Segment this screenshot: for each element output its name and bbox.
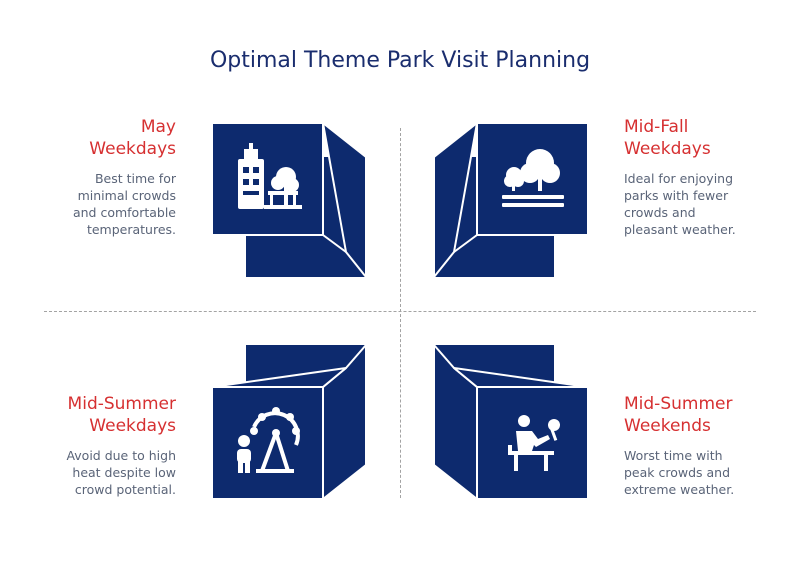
desc-line: Ideal for enjoying (624, 171, 734, 186)
desc-line: Worst time with (624, 448, 723, 463)
page-title: Optimal Theme Park Visit Planning (209, 48, 591, 73)
cube-side-face (322, 122, 367, 278)
desc-line: crowd potential. (74, 482, 176, 497)
desc-line: Avoid due to high (66, 448, 176, 463)
person-ride-icon (508, 415, 560, 471)
desc-line: extreme weather. (624, 482, 735, 497)
cube-front-face (211, 386, 324, 500)
cube-side-face (433, 122, 478, 278)
desc-line: peak crowds and (624, 465, 731, 480)
cube-graphic-top-left (211, 122, 367, 278)
desc-line: Best time for (94, 171, 176, 186)
quadrant-heading: Mid-Summer Weekdays (30, 393, 176, 437)
desc-line: parks with fewer (624, 188, 729, 203)
quadrant-mid-summer-weekends: Mid-Summer Weekends Worst time with peak… (624, 393, 774, 498)
heading-line: Weekdays (624, 139, 711, 159)
quadrant-mid-summer-weekdays: Mid-Summer Weekdays Avoid due to high he… (30, 393, 176, 498)
heading-line: Weekends (624, 416, 711, 436)
desc-line: pleasant weather. (624, 222, 736, 237)
cube-graphic-bottom-right (433, 344, 589, 500)
quadrant-mid-fall-weekdays: Mid-Fall Weekdays Ideal for enjoying par… (624, 116, 774, 238)
quadrant-may-weekdays: May Weekdays Best time for minimal crowd… (40, 116, 176, 238)
quadrant-heading: Mid-Fall Weekdays (624, 116, 774, 160)
heading-line: Mid-Summer (624, 394, 733, 414)
quadrant-heading: Mid-Summer Weekends (624, 393, 774, 437)
desc-line: temperatures. (86, 222, 176, 237)
quadrant-description: Avoid due to high heat despite low crowd… (30, 447, 176, 498)
quadrant-heading: May Weekdays (40, 116, 176, 160)
cube-edge (322, 234, 347, 253)
desc-line: minimal crowds (77, 188, 176, 203)
heading-line: Mid-Fall (624, 117, 689, 137)
cube-graphic-bottom-left (211, 344, 367, 500)
desc-line: crowds and (624, 205, 696, 220)
amusement-building-icon (238, 143, 302, 209)
vertical-divider (400, 128, 401, 498)
heading-line: Weekdays (89, 139, 176, 159)
desc-line: and comfortable (72, 205, 176, 220)
cube-front-face (211, 122, 324, 236)
desc-line: heat despite low (72, 465, 176, 480)
heading-line: Mid-Summer (67, 394, 176, 414)
heading-line: May (140, 117, 176, 137)
quadrant-description: Ideal for enjoying parks with fewer crow… (624, 170, 774, 238)
heading-line: Weekdays (89, 416, 176, 436)
cube-edge (453, 234, 478, 253)
quadrant-description: Best time for minimal crowds and comfort… (40, 170, 176, 238)
ferris-wheel-person-icon (237, 407, 300, 473)
quadrant-description: Worst time with peak crowds and extreme … (624, 447, 774, 498)
trees-park-icon (502, 149, 564, 207)
